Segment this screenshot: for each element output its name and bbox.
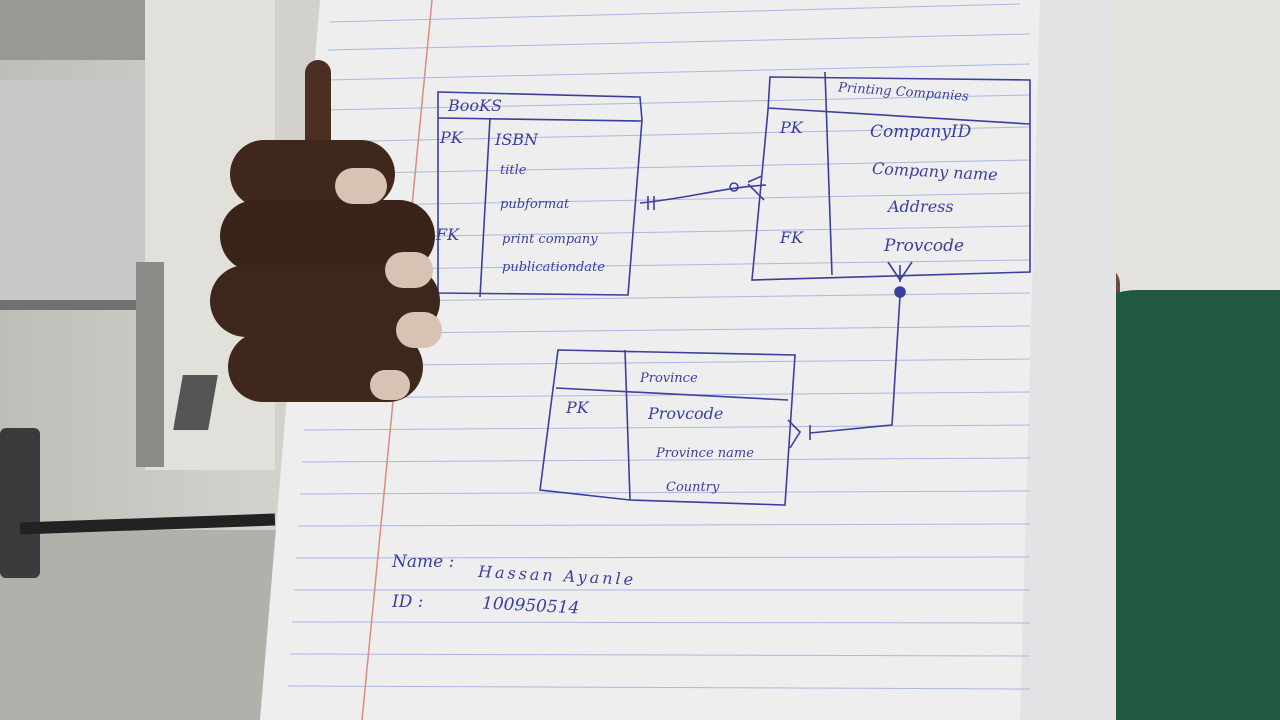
books-fk-label: FK [436,225,460,244]
relationship-printing-province [787,261,913,449]
printing-fk-label: FK [780,228,804,247]
printing-field-address: Address [888,197,954,216]
books-field-isbn: ISBN [495,130,539,149]
id-label: ID : [392,592,424,612]
hand [210,60,442,420]
province-field-province-name: Province name [656,446,754,461]
relationship-books-printing [639,175,767,210]
books-pk-label: PK [440,128,463,147]
books-field-title: title [500,163,527,178]
books-table-title: BooKS [448,96,502,115]
province-table [539,349,796,506]
room-pole [136,262,164,467]
name-label: Name : [392,552,455,572]
books-table [437,91,643,298]
office-chair [0,428,40,578]
province-pk-label: PK [566,398,589,417]
books-field-pubformat: pubformat [500,197,570,212]
rule-lines [287,3,1031,690]
printing-pk-label: PK [780,118,803,137]
printing-field-companyid: CompanyID [870,122,972,142]
printing-companies-table [751,71,1031,281]
books-field-print-company: print company [502,232,598,247]
province-field-country: Country [666,480,720,495]
province-field-provcode: Provcode [648,404,724,423]
printing-field-provcode: Provcode [884,236,965,256]
whiteboard [0,80,140,310]
ceiling-trim [0,0,150,60]
province-table-title: Province [640,371,698,386]
books-field-publicationdate: publicationdate [502,260,605,275]
desk-surface [0,530,280,720]
